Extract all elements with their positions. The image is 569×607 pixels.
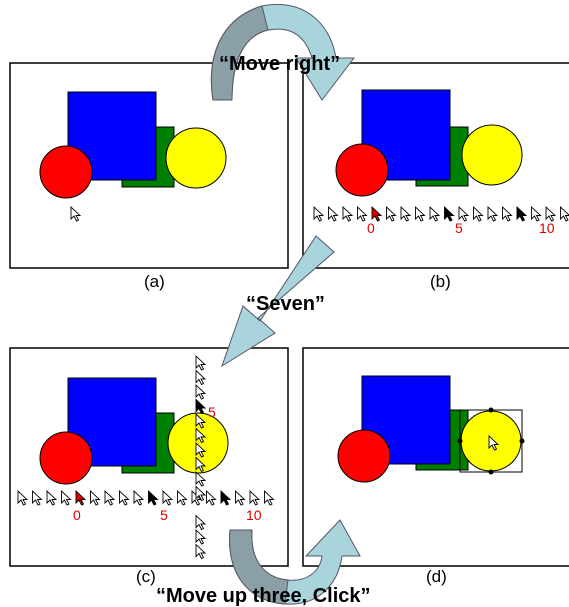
ruler-number-10: 10 (246, 507, 262, 523)
panel-d (302, 347, 569, 567)
yellow-circle (461, 124, 523, 186)
diagonal-arrow-seven-icon (221, 235, 335, 368)
command-move-up-click: “Move up three, Click” (156, 585, 371, 607)
ruler-number-0: 0 (73, 507, 81, 523)
curved-arrow-move-right-icon (210, 4, 356, 101)
ruler-number-5: 5 (160, 507, 168, 523)
selection-handle-right (519, 438, 525, 444)
red-circle (39, 145, 93, 199)
red-circle (335, 143, 389, 197)
curved-arrow-move-up-click-icon (229, 519, 361, 605)
command-move-right: “Move right” (219, 53, 340, 75)
blue-square (67, 377, 157, 467)
selection-handle-top (488, 407, 494, 413)
panel-b: 0 5 10 (302, 62, 569, 269)
selection-handle-bottom (488, 469, 494, 475)
panel-d-label: (d) (426, 567, 447, 586)
panel-a (9, 62, 289, 269)
panel-c-label: (c) (136, 567, 156, 586)
yellow-circle (165, 127, 227, 189)
yellow-circle (167, 412, 229, 474)
vertical-ruler-number-5: 5 (208, 404, 216, 420)
panel-a-label: (a) (144, 272, 165, 291)
ruler-number-5: 5 (455, 220, 463, 236)
blue-square (361, 89, 451, 181)
red-circle (337, 429, 391, 483)
selection-handle-left (457, 438, 463, 444)
panel-b-label: (b) (430, 272, 451, 291)
ruler-number-0: 0 (367, 220, 375, 236)
red-circle (39, 431, 93, 485)
ruler-number-10: 10 (539, 220, 555, 236)
command-seven: “Seven” (246, 293, 325, 315)
